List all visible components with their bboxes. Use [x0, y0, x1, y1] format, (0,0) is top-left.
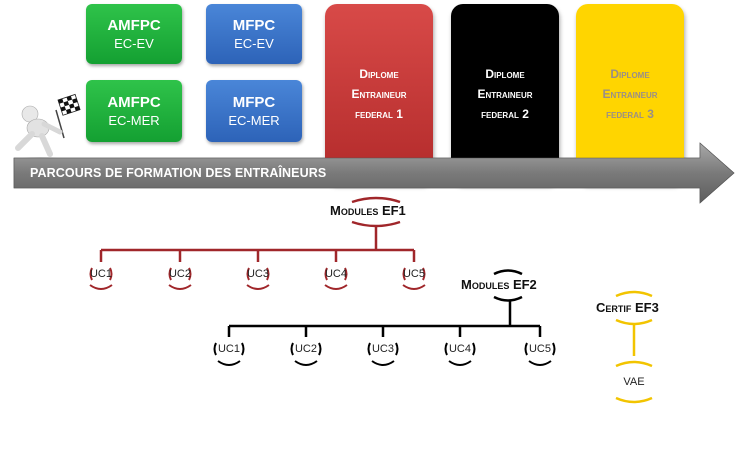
ef2-tree	[213, 269, 556, 366]
mfpc-ec-mer-box: MFPC EC-MER	[206, 80, 302, 142]
ef1-uc5: UC5	[402, 268, 425, 280]
ef3-tree	[615, 290, 653, 404]
ef2-uc5: UC5	[528, 343, 551, 355]
diplome-ef2-box: Diplome Entraineur federal 2	[451, 4, 559, 184]
box-title: MFPC	[232, 93, 276, 111]
ef3-vae: VAE	[623, 376, 645, 388]
diplome-line1: Diplome	[610, 67, 650, 81]
diplome-line1: Diplome	[359, 67, 399, 81]
box-subtitle: EC-EV	[114, 35, 154, 51]
amfpc-ec-ev-box: AMFPC EC-EV	[86, 4, 182, 64]
modules-ef2-title: Modules EF2	[461, 277, 537, 292]
box-subtitle: EC-MER	[108, 112, 160, 128]
ef1-uc1: UC1	[89, 268, 112, 280]
box-subtitle: EC-MER	[228, 112, 280, 128]
diplome-ef3-box: Diplome Entraineur federal 3	[576, 4, 684, 184]
box-title: MFPC	[232, 16, 276, 34]
arrow-label: PARCOURS DE FORMATION DES ENTRAÎNEURS	[30, 166, 327, 180]
diplome-line1: Diplome	[485, 67, 525, 81]
ef1-tree	[89, 196, 426, 290]
ef1-uc4: UC4	[324, 268, 347, 280]
box-title: AMFPC	[107, 93, 161, 111]
diplome-line3: federal 3	[606, 107, 654, 121]
diplome-ef1-box: Diplome Entraineur federal 1	[325, 4, 433, 184]
ef2-uc4: UC4	[448, 343, 471, 355]
ef2-uc3: UC3	[371, 343, 394, 355]
box-subtitle: EC-EV	[234, 35, 274, 51]
mfpc-ec-ev-box: MFPC EC-EV	[206, 4, 302, 64]
diplome-line2: Entraineur	[477, 87, 533, 101]
diplome-line2: Entraineur	[351, 87, 407, 101]
diplome-line3: federal 1	[355, 107, 403, 121]
diplome-line3: federal 2	[481, 107, 529, 121]
certif-ef3-title: Certif EF3	[596, 300, 659, 315]
ef2-uc1: UC1	[217, 343, 240, 355]
diplome-line2: Entraineur	[602, 87, 658, 101]
ef1-uc2: UC2	[168, 268, 191, 280]
ef1-uc3: UC3	[246, 268, 269, 280]
amfpc-ec-mer-box: AMFPC EC-MER	[86, 80, 182, 142]
ef2-uc2: UC2	[294, 343, 317, 355]
modules-ef1-title: Modules EF1	[330, 203, 406, 218]
box-title: AMFPC	[107, 16, 161, 34]
